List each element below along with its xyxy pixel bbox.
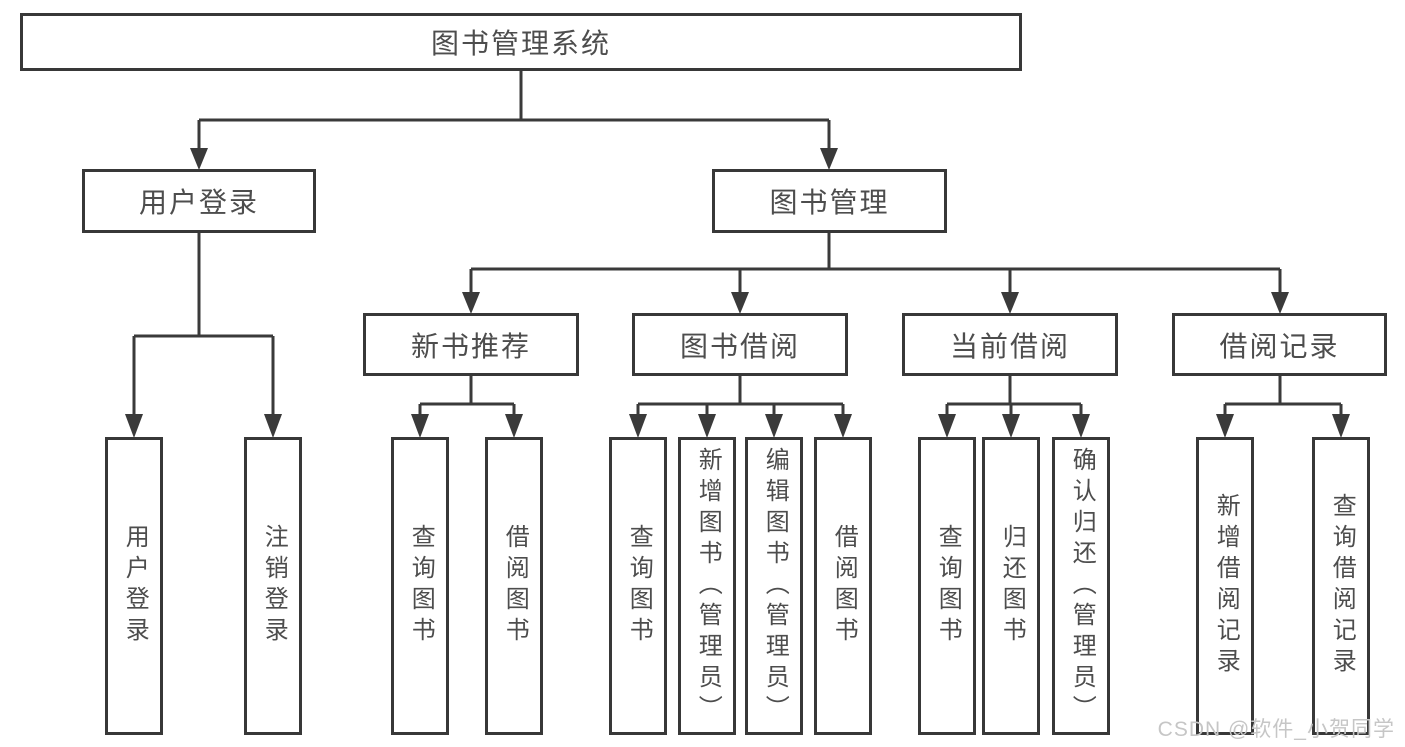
arrow-down-icon [765,414,783,438]
arrow-down-icon [1072,414,1090,438]
node-label: 注销登录 [260,524,288,648]
node-book-borrow: 图书借阅 [632,313,848,376]
arrow-down-icon [698,414,716,438]
arrow-down-icon [1002,414,1020,438]
leaf-user-login: 用户登录 [105,437,163,735]
arrow-down-icon [1332,414,1350,438]
node-label: 查询图书 [934,524,962,648]
arrow-down-icon [462,292,480,314]
csdn-watermark: CSDN @软件_小贺同学 [1157,718,1395,741]
arrow-down-icon [1001,292,1019,314]
node-label: 图书借阅 [679,330,800,362]
arrow-down-icon [125,414,143,438]
leaf-borrow-books: 借阅图书 [485,437,543,735]
leaf-edit-books-admin: 编辑图书（管理员） [745,437,803,735]
arrow-down-icon [411,414,429,438]
leaf-query-books: 查询图书 [609,437,667,735]
node-label: 确认归还（管理员） [1068,446,1096,726]
node-label: 编辑图书（管理员） [761,446,789,726]
arrow-down-icon [629,414,647,438]
arrow-down-icon [1271,292,1289,314]
leaf-add-borrow-record: 新增借阅记录 [1196,437,1254,735]
arrow-down-icon [190,148,208,170]
leaf-return-books: 归还图书 [982,437,1040,735]
node-label: 图书管理 [769,187,890,218]
arrow-down-icon [820,148,838,170]
node-label: 借阅记录 [1219,330,1340,362]
leaf-logout: 注销登录 [244,437,302,735]
leaf-add-books-admin: 新增图书（管理员） [678,437,736,735]
node-label: 用户登录 [121,524,149,648]
arrow-down-icon [938,414,956,438]
node-label: 新增图书（管理员） [694,446,722,726]
arrow-down-icon [834,414,852,438]
node-label: 新书推荐 [410,330,531,362]
node-borrow-records: 借阅记录 [1172,313,1387,376]
node-user-login: 用户登录 [82,169,316,233]
leaf-query-books: 查询图书 [918,437,976,735]
node-book-management: 图书管理 [712,169,947,233]
node-label: 新增借阅记录 [1212,493,1240,679]
arrow-down-icon [731,292,749,314]
node-label: 查询图书 [625,524,653,648]
leaf-query-books: 查询图书 [391,437,449,735]
node-label: 用户登录 [138,187,259,218]
node-new-book-recommend: 新书推荐 [363,313,579,376]
leaf-borrow-books: 借阅图书 [814,437,872,735]
node-current-borrow: 当前借阅 [902,313,1118,376]
node-label: 借阅图书 [830,524,858,648]
arrow-down-icon [1216,414,1234,438]
node-label: 当前借阅 [949,330,1070,362]
node-label: 归还图书 [998,524,1026,648]
node-system-root: 图书管理系统 [20,13,1022,71]
node-label: 图书管理系统 [430,28,611,59]
node-label: 查询借阅记录 [1328,493,1356,679]
leaf-query-borrow-record: 查询借阅记录 [1312,437,1370,735]
arrow-down-icon [264,414,282,438]
node-label: 查询图书 [407,524,435,648]
arrow-down-icon [505,414,523,438]
node-label: 借阅图书 [501,524,529,648]
leaf-confirm-return-admin: 确认归还（管理员） [1052,437,1110,735]
